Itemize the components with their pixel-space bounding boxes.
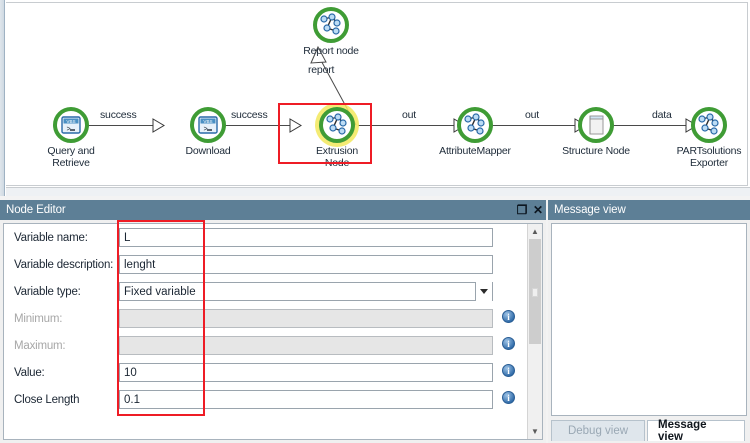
arrowhead-to-download	[152, 118, 165, 133]
svg-text:>: >	[204, 126, 208, 134]
input-value[interactable]: 10	[119, 363, 493, 382]
edge-label-success-1: success	[100, 109, 137, 121]
edge-line-data	[614, 125, 686, 126]
vbs-script-icon: VBS >	[61, 116, 81, 134]
workflow-node-partsolutions-exporter[interactable]: PARTsolutions Exporter	[666, 105, 750, 169]
scroll-up-icon[interactable]: ▲	[531, 227, 539, 236]
dock-icon[interactable]: ❐	[516, 203, 528, 217]
graph-network-icon	[320, 13, 341, 35]
node-label-structure-node: Structure Node	[562, 145, 630, 157]
label-variable-description: Variable description:	[14, 258, 114, 271]
label-variable-type: Variable type:	[14, 285, 81, 298]
arrowhead-to-extrusion	[289, 118, 302, 133]
message-view-titlebar: Message view	[548, 200, 750, 220]
workflow-node-query-and-retrieve[interactable]: VBS > Query and Retrieve	[42, 105, 100, 169]
canvas-bottom-ruler	[6, 187, 750, 196]
label-minimum: Minimum:	[14, 312, 63, 325]
input-maximum	[119, 336, 493, 355]
info-icon-maximum[interactable]: i	[502, 337, 515, 350]
node-disc-attributemapper	[455, 105, 495, 145]
label-close-length: Close Length	[14, 393, 80, 406]
scrollbar-grip	[532, 287, 538, 297]
vbs-script-icon: VBS >	[198, 116, 218, 134]
label-maximum: Maximum:	[14, 339, 66, 352]
form-row-maximum: Maximum: i	[4, 332, 521, 359]
message-view-title: Message view	[554, 204, 626, 216]
node-editor-form: Variable name: L Variable description: l…	[3, 220, 543, 440]
svg-text:VBS: VBS	[66, 119, 75, 124]
edge-label-out-1: out	[402, 109, 416, 121]
message-view-tabs: Debug view Message view	[551, 419, 747, 443]
info-icon-value[interactable]: i	[502, 364, 515, 377]
workflow-canvas[interactable]: success success out out data report	[0, 0, 750, 196]
scrollbar-thumb[interactable]	[529, 239, 541, 345]
edge-line-success-1	[81, 125, 153, 126]
label-value: Value:	[14, 366, 45, 379]
edge-line-out-1	[358, 125, 454, 126]
node-disc-report	[311, 5, 351, 45]
form-row-variable-description: Variable description: lenght	[4, 251, 521, 278]
node-disc-query: VBS >	[51, 105, 91, 145]
node-editor-scrollbar[interactable]: ▲ ▼	[527, 224, 542, 439]
node-disc-structure	[576, 105, 616, 145]
node-disc-extrusion	[315, 103, 359, 147]
edge-label-data: data	[652, 109, 672, 121]
scroll-down-icon[interactable]: ▼	[531, 427, 539, 436]
node-label-download: Download	[185, 145, 231, 157]
node-editor-title: Node Editor	[6, 204, 66, 216]
chevron-down-icon[interactable]	[475, 282, 492, 301]
edge-line-out-2	[493, 125, 575, 126]
node-disc-download: VBS >	[188, 105, 228, 145]
workflow-node-report-node[interactable]: Report node	[302, 5, 360, 58]
input-minimum	[119, 309, 493, 328]
edge-label-out-2: out	[525, 109, 539, 121]
node-editor-titlebar: Node Editor ❐ ✕	[0, 200, 546, 220]
form-row-minimum: Minimum: i	[4, 305, 521, 332]
input-variable-description[interactable]: lenght	[119, 255, 493, 274]
workflow-node-attribute-mapper[interactable]: AttributeMapper	[432, 105, 518, 158]
edge-label-report: report	[308, 64, 335, 76]
edge-line-success-2	[218, 125, 290, 126]
svg-text:VBS: VBS	[203, 119, 212, 124]
workflow-node-structure-node[interactable]: Structure Node	[553, 105, 639, 158]
node-editor-panel: Node Editor ❐ ✕ Variable name: L Variabl…	[0, 200, 546, 443]
form-row-close-length: Close Length 0.1 i	[4, 386, 521, 413]
edge-label-success-2: success	[231, 109, 268, 121]
message-view-panel: Message view Debug view Message view	[548, 200, 750, 443]
graph-network-icon	[464, 113, 485, 135]
select-variable-type[interactable]: Fixed variable	[119, 282, 493, 301]
input-close-length[interactable]: 0.1	[119, 390, 493, 409]
input-variable-name[interactable]: L	[119, 228, 493, 247]
node-label-attribute-mapper: AttributeMapper	[439, 145, 511, 157]
variable-form: Variable name: L Variable description: l…	[4, 224, 521, 439]
info-icon-minimum[interactable]: i	[502, 310, 515, 323]
node-label-query-and-retrieve: Query and Retrieve	[47, 145, 95, 169]
selection-rectangle-extrusion	[278, 103, 372, 164]
canvas-surface[interactable]: success success out out data report	[6, 2, 748, 186]
close-icon[interactable]: ✕	[533, 203, 543, 217]
graph-network-icon	[698, 113, 719, 135]
node-disc-exporter	[689, 105, 729, 145]
document-page-icon	[589, 115, 604, 135]
workflow-node-download[interactable]: VBS > Download	[179, 105, 237, 158]
label-variable-name: Variable name:	[14, 231, 88, 244]
svg-text:>: >	[67, 126, 71, 134]
message-view-content[interactable]	[551, 223, 747, 416]
tab-message-view[interactable]: Message view	[647, 419, 745, 443]
node-label-report-node: Report node	[303, 45, 359, 57]
form-row-value: Value: 10 i	[4, 359, 521, 386]
select-variable-type-value: Fixed variable	[124, 285, 196, 298]
canvas-left-ruler	[0, 0, 5, 196]
tab-debug-view[interactable]: Debug view	[551, 420, 645, 441]
form-row-variable-name: Variable name: L	[4, 224, 521, 251]
scrollbar-track[interactable]	[528, 239, 542, 424]
node-label-partsolutions-exporter: PARTsolutions Exporter	[676, 145, 742, 169]
info-icon-close-length[interactable]: i	[502, 391, 515, 404]
graph-network-icon	[326, 113, 347, 135]
form-row-variable-type: Variable type: Fixed variable	[4, 278, 521, 305]
